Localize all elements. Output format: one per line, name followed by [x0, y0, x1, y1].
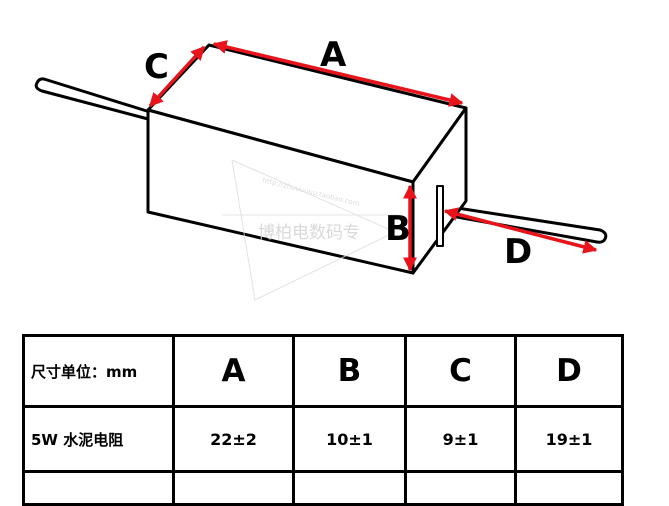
- dimension-arrows: [148, 40, 598, 272]
- table-header-row: 尺寸单位：mm A B C D: [22, 334, 624, 408]
- empty-cell: [404, 470, 517, 506]
- resistor-dimension-diagram: 博柏电数码专 http://zhuuuuuu.taobao.com C A B …: [34, 35, 608, 301]
- dimension-spec-table: 尺寸单位：mm A B C D 5W 水泥电阻 22±2 10±1 9±1 19…: [22, 334, 624, 506]
- label-b: B: [385, 209, 411, 249]
- left-lead-wire: [34, 77, 152, 121]
- table-row: 5W 水泥电阻 22±2 10±1 9±1 19±1: [22, 405, 624, 473]
- column-header-b: B: [292, 334, 407, 408]
- arrow-d: [443, 207, 598, 254]
- row-label: 5W 水泥电阻: [22, 405, 175, 473]
- table-row-empty: [22, 470, 624, 506]
- value-c: 9±1: [404, 405, 517, 473]
- empty-cell: [514, 470, 624, 506]
- column-header-a: A: [172, 334, 295, 408]
- value-a: 22±2: [172, 405, 295, 473]
- column-header-d: D: [514, 334, 624, 408]
- label-d: D: [504, 232, 532, 272]
- value-b: 10±1: [292, 405, 407, 473]
- label-c: C: [144, 47, 169, 87]
- arrow-c: [148, 45, 206, 108]
- column-header-c: C: [404, 334, 517, 408]
- label-a: A: [320, 35, 347, 75]
- empty-cell: [22, 470, 175, 506]
- arrow-a: [212, 40, 464, 107]
- unit-header-cell: 尺寸单位：mm: [22, 334, 175, 408]
- end-cap-slot: [436, 185, 444, 247]
- empty-cell: [172, 470, 295, 506]
- watermark-text: 博柏电数码专: [258, 223, 360, 243]
- value-d: 19±1: [514, 405, 624, 473]
- empty-cell: [292, 470, 407, 506]
